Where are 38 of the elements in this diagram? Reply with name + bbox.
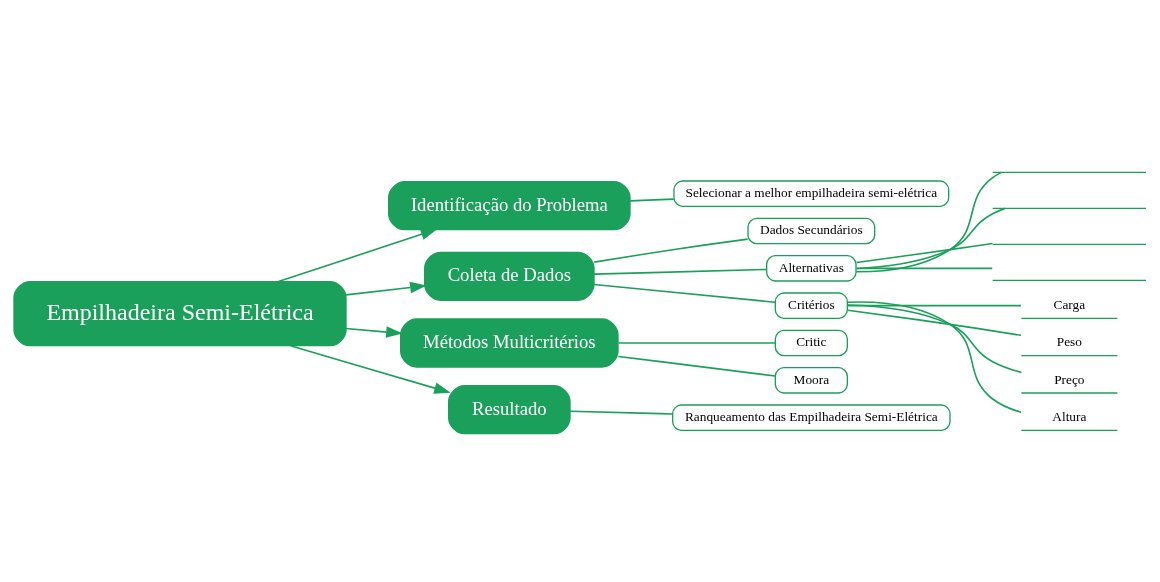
- connector: [855, 267, 993, 270]
- node-box: Dados Secundários: [747, 217, 876, 245]
- connector: [593, 283, 776, 304]
- node-bar: [992, 279, 1147, 281]
- node-box: Resultado: [448, 385, 571, 435]
- node-text: Altura: [1052, 409, 1087, 424]
- connector: [617, 342, 776, 344]
- connector: [617, 355, 776, 377]
- connector: [855, 242, 994, 264]
- node-box: Alternativas: [766, 255, 857, 282]
- node-box: Critic: [774, 329, 848, 357]
- node-bar: [992, 243, 1147, 245]
- node-box: Critérios: [774, 292, 848, 319]
- connector: [569, 410, 674, 415]
- node-text: Preço: [1054, 371, 1085, 387]
- node-box: Ranqueamento das Empilhadeira Semi-Elétrica: [672, 404, 951, 431]
- node-bar: [992, 207, 1147, 209]
- connector: [846, 304, 1023, 374]
- node-box: Empilhadeira Semi-Elétrica: [13, 281, 347, 347]
- connector: [593, 238, 749, 263]
- node-bar: [992, 171, 1147, 173]
- node-text: Carga: [1053, 297, 1086, 312]
- arrow: [277, 228, 438, 283]
- connector: [847, 301, 1022, 414]
- arrow: [289, 344, 451, 394]
- node-box: Moora: [774, 367, 848, 394]
- connector: [846, 309, 1022, 337]
- node-box: Selecionar a melhor empilhadeira semi-elétrica: [673, 180, 950, 207]
- node-text: Peso: [1056, 334, 1082, 350]
- connector: [855, 207, 1006, 270]
- connector: [855, 171, 1003, 273]
- node-box: Coleta de Dados: [424, 251, 595, 301]
- arrow: [345, 326, 403, 338]
- node-box: Métodos Multicritérios: [400, 318, 619, 368]
- connector: [593, 268, 768, 275]
- node-box: Identificação do Problema: [388, 181, 631, 231]
- arrow: [345, 281, 427, 296]
- connector: [629, 198, 675, 202]
